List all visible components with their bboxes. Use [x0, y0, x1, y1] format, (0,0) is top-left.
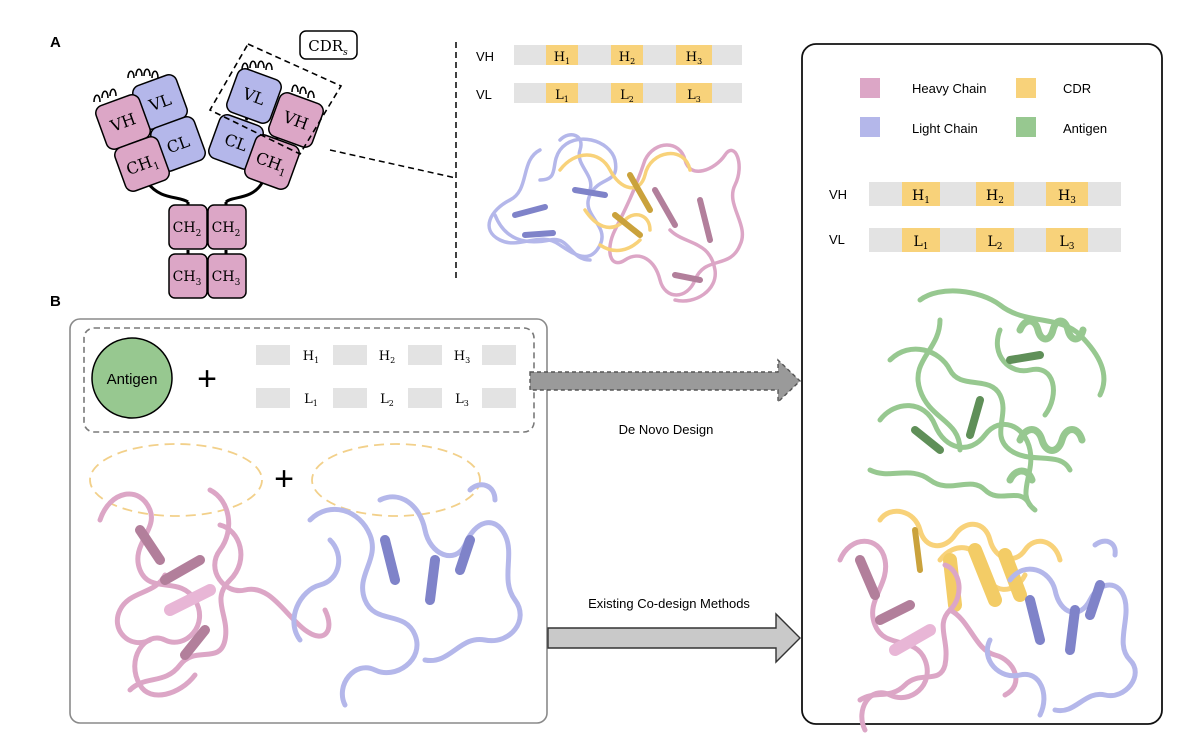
domain-ch1-left: CH1 — [114, 136, 170, 192]
svg-text:CH2: CH2 — [212, 220, 241, 239]
svg-text:H1: H1 — [554, 50, 570, 66]
cdr-structure-output — [877, 508, 1063, 612]
svg-text:H2: H2 — [619, 50, 635, 66]
svg-text:H1: H1 — [303, 349, 319, 365]
svg-text:CDR: CDR — [1063, 81, 1091, 96]
domain-vh-left: VH — [95, 94, 151, 150]
svg-text:H3: H3 — [686, 50, 702, 66]
domain-ch3-right: CH3 — [207, 253, 247, 299]
arrow-label-de-novo: De Novo Design — [619, 422, 714, 437]
heavy-chain-ribbon-a — [608, 143, 744, 303]
cdr-slot-l2 — [611, 83, 643, 103]
cdr-slot-h3 — [676, 45, 712, 65]
svg-text:L2: L2 — [987, 234, 1002, 252]
domain-ch3-left: CH3 — [168, 253, 208, 299]
cdr-selection-box — [208, 42, 343, 156]
panel-b-input-box — [69, 318, 548, 724]
seq-label-vl-out: VL — [829, 232, 845, 247]
cdr-slot-h1 — [546, 45, 578, 65]
missing-cdr-ellipse-heavy — [89, 443, 263, 517]
svg-text:H1: H1 — [912, 188, 930, 206]
svg-text:CH2: CH2 — [173, 220, 202, 239]
svg-text:H3: H3 — [454, 349, 470, 365]
svg-text:H3: H3 — [1058, 188, 1076, 206]
svg-text:L3: L3 — [687, 88, 701, 104]
arrow-de-novo — [529, 358, 802, 404]
svg-text:L3: L3 — [455, 392, 469, 408]
seq-label-vl: VL — [476, 87, 492, 102]
cdr-slot-h2 — [611, 45, 643, 65]
seq-rows-a: VH H1 H2 H3 VL L1 L2 L3 — [476, 45, 742, 104]
domain-vh-right: VH — [268, 92, 324, 148]
legend-item-cdr: CDR — [1016, 78, 1091, 98]
svg-text:L3: L3 — [1059, 234, 1074, 252]
domain-vl-right: VL — [226, 68, 282, 124]
heavy-chain-framework-b — [97, 487, 332, 698]
svg-text:L2: L2 — [620, 88, 634, 104]
svg-text:Heavy Chain: Heavy Chain — [912, 81, 986, 96]
domain-ch2-right: CH2 — [207, 204, 247, 250]
antibody-schematic: VL VH CL CH1 VL VH CL CH1 — [93, 30, 457, 299]
svg-text:L1: L1 — [913, 234, 928, 252]
heavy-chain-output — [837, 538, 1019, 733]
seq-label-vh: VH — [476, 49, 494, 64]
svg-text:L1: L1 — [304, 392, 318, 408]
protein-structure-a — [487, 133, 744, 303]
missing-cdr-ellipse-light — [311, 443, 481, 517]
hinge-left — [146, 182, 189, 204]
zoom-guide-line — [329, 149, 457, 179]
svg-text:L2: L2 — [380, 392, 394, 408]
svg-text:Antigen: Antigen — [107, 371, 158, 388]
cdr-slot-l1 — [546, 83, 578, 103]
domain-ch2-left: CH2 — [168, 204, 208, 250]
svg-text:H2: H2 — [379, 349, 395, 365]
cdr-loops — [93, 60, 315, 103]
svg-text:CDRs: CDRs — [308, 37, 348, 58]
hinge-right — [224, 182, 264, 204]
legend-item-antigen: Antigen — [1016, 117, 1107, 137]
svg-text:CH3: CH3 — [173, 269, 202, 288]
plus-sign-top: + — [197, 360, 217, 398]
antigen-structure — [867, 288, 1107, 513]
legend: Heavy Chain CDR Light Chain Antigen — [860, 78, 1107, 137]
light-chain-framework-b — [291, 482, 523, 708]
svg-text:Light Chain: Light Chain — [912, 121, 978, 136]
domain-vl-left: VL — [132, 74, 188, 130]
antigen-circle: Antigen — [91, 337, 173, 419]
cdr-slot-l3 — [676, 83, 712, 103]
svg-text:H2: H2 — [986, 188, 1004, 206]
legend-item-heavy-chain: Heavy Chain — [860, 78, 986, 98]
arrow-co-design — [547, 612, 801, 664]
seq-rows-output: VH H1 H2 H3 VL L1 L2 L3 — [829, 182, 1121, 252]
light-chain-ribbon-a — [487, 133, 618, 262]
svg-text:L1: L1 — [555, 88, 569, 104]
cdr-ribbon-a — [558, 152, 692, 253]
seq-label-vh-out: VH — [829, 187, 847, 202]
svg-text:CH3: CH3 — [212, 269, 241, 288]
svg-text:Antigen: Antigen — [1063, 121, 1107, 136]
legend-item-light-chain: Light Chain — [860, 117, 978, 137]
panel-b-denovo-input-box — [83, 327, 535, 433]
panel-label-a: A — [50, 34, 61, 51]
output-box — [801, 43, 1163, 725]
arrow-label-co-design: Existing Co-design Methods — [588, 596, 750, 611]
domain-ch1-right: CH1 — [244, 134, 300, 190]
cdr-label-box: CDRs — [299, 30, 358, 60]
panel-label-b: B — [50, 293, 61, 310]
plus-sign-bottom: + — [274, 460, 294, 498]
empty-seq-slots: H1 H2 H3 L1 L2 L3 — [256, 345, 516, 408]
light-chain-output — [984, 538, 1138, 718]
